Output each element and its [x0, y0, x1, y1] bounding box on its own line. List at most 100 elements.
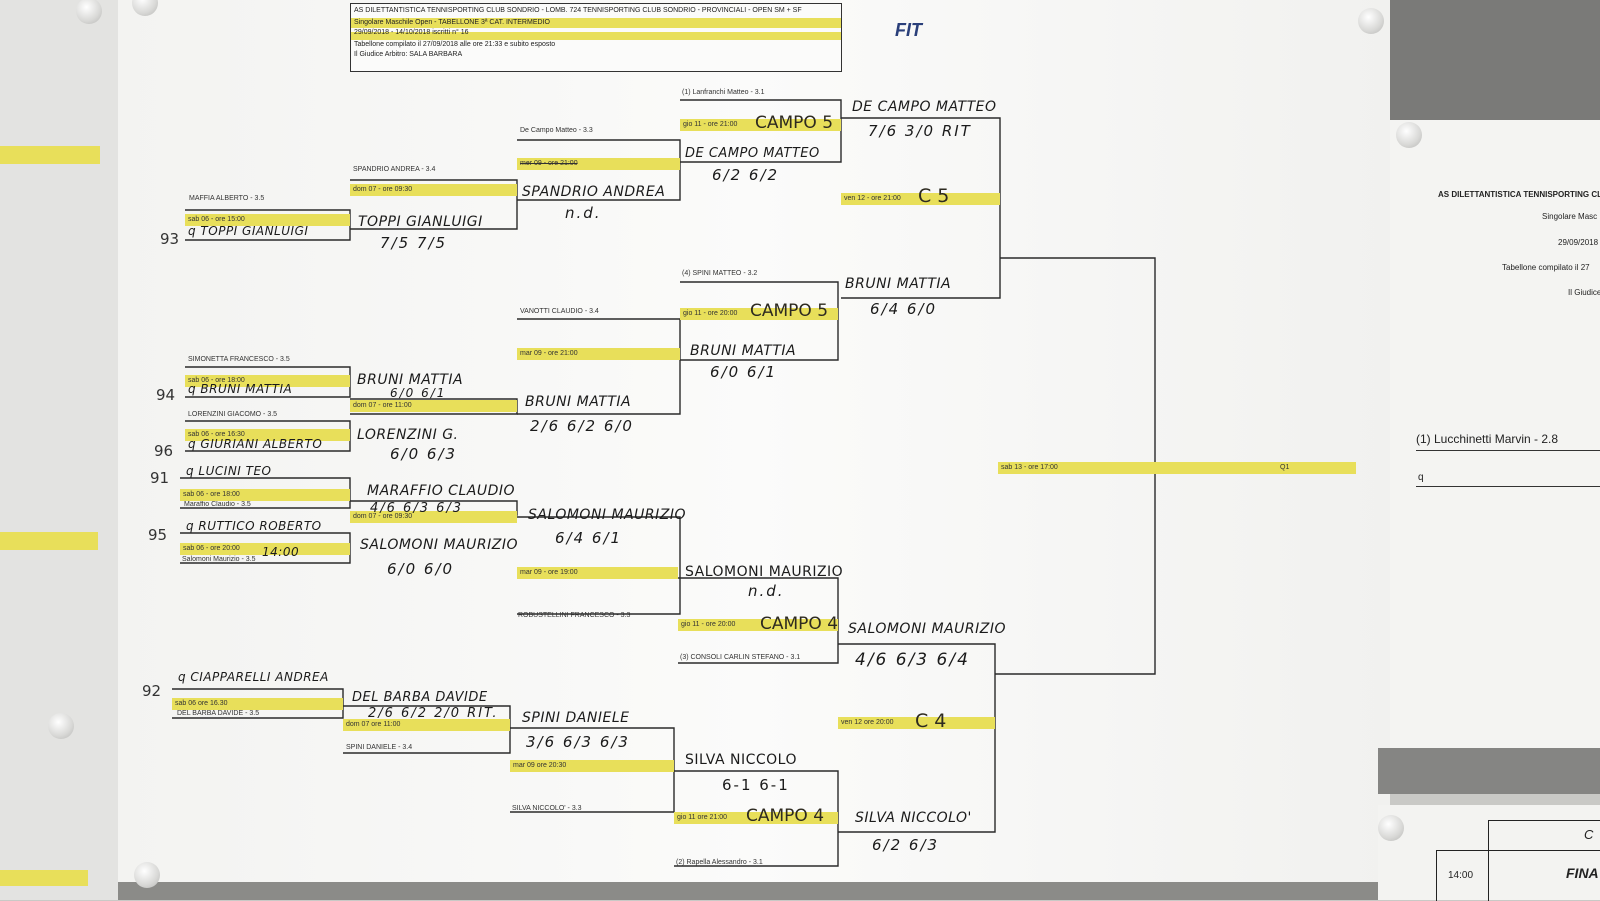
court-note: CAMPO 5	[750, 301, 829, 321]
player-name: SPANDRIO ANDREA - 3.4	[353, 166, 436, 173]
side-player: (1) Lucchinetti Marvin - 2.8	[1416, 432, 1559, 446]
schedule-text: sab 13 - ore 17:00	[1001, 464, 1058, 471]
handwritten-score: 6/4 6/1	[555, 529, 623, 547]
handwritten-name: q TOPPI GIANLUIGI	[188, 224, 309, 238]
handwritten-score: 7/5 7/5	[380, 234, 448, 252]
player-name: (4) SPINI MATTEO - 3.2	[682, 270, 758, 277]
player-name: SPINI DANIELE - 3.4	[346, 744, 413, 751]
side-compiled: Tabellone compilato il 27	[1502, 263, 1590, 272]
player-name: LORENZINI GIACOMO - 3.5	[188, 411, 278, 418]
handwritten-name: SPINI DANIELE	[522, 710, 630, 726]
tournament-header: AS DILETTANTISTICA TENNISPORTING CLUB SO…	[350, 3, 842, 72]
handwritten-score: 6/4 6/0	[870, 300, 938, 318]
wall-gap	[1378, 748, 1600, 794]
schedule-text: ven 12 ore 20:00	[841, 719, 894, 726]
handwritten-name: SILVA NICCOLO	[685, 752, 797, 768]
handwritten-name: SALOMONI MAURIZIO	[848, 621, 1007, 637]
schedule-cell: dom 07 ore 11:00	[343, 719, 510, 731]
schedule-text: dom 07 ore 11:00	[346, 721, 401, 728]
bottom-final: FINA	[1566, 865, 1599, 881]
player-name: SIMONETTA FRANCESCO - 3.5	[188, 356, 290, 363]
schedule-text: sab 06 - ore 16:30	[188, 431, 245, 438]
handwritten-time: 14:00	[262, 545, 300, 559]
schedule-text: sab 06 - ore 18:00	[188, 377, 245, 384]
schedule-cell: dom 07 - ore 11:00	[350, 400, 517, 412]
seed-number: 93	[160, 230, 180, 248]
player-name: MAFFIA ALBERTO - 3.5	[189, 195, 265, 202]
schedule-cell: mar 09 ore 20:30	[510, 760, 674, 772]
schedule-cell: gio 11 - ore 20:00	[680, 308, 838, 320]
handwritten-name: BRUNI MATTIA	[845, 276, 952, 292]
handwritten-name: SALOMONI MAURIZIO	[528, 507, 687, 523]
schedule-cell: sab 06 - ore 18:00	[185, 375, 350, 387]
player-name: DEL BARBA DAVIDE - 3.5	[177, 710, 260, 717]
schedule-cell: sab 06 ore 16.30	[172, 698, 343, 710]
schedule-cell: sab 06 - ore 20:00	[180, 543, 350, 555]
handwritten-name: q BRUNI MATTIA	[188, 382, 293, 396]
schedule-cell: gio 11 - ore 21:00	[680, 119, 841, 131]
bracket-sheet	[118, 0, 1390, 882]
schedule-text: sab 06 - ore 18:00	[183, 491, 240, 498]
highlight-strip	[0, 146, 100, 164]
pushpin	[1378, 815, 1404, 841]
highlight-strip	[351, 32, 841, 40]
player-name: VANOTTI CLAUDIO - 3.4	[520, 308, 599, 315]
schedule-text: gio 11 - ore 21:00	[683, 121, 738, 128]
schedule-text: sab 06 - ore 20:00	[183, 545, 240, 552]
schedule-text: mer 09 - ore 21:00	[520, 160, 578, 167]
schedule-text: gio 11 - ore 20:00	[681, 621, 736, 628]
wall-right	[1390, 0, 1600, 120]
handwritten-score: 4/6 6/3 6/3	[370, 501, 464, 516]
highlight-strip	[0, 870, 88, 886]
seed-number: 92	[142, 682, 162, 700]
side-sheet: AS DILETTANTISTICA TENNISPORTING CLUB Si…	[1390, 120, 1600, 748]
schedule-text: dom 07 - ore 09:30	[353, 513, 413, 520]
handwritten-name: MARAFFIO CLAUDIO	[367, 483, 515, 499]
handwritten-score: n.d.	[748, 582, 785, 600]
seed-number: 94	[156, 386, 176, 404]
bottom-box	[1488, 820, 1600, 901]
header-line: AS DILETTANTISTICA TENNISPORTING CLUB SO…	[354, 7, 802, 14]
header-compiled: Tabellone compilato il 27/09/2018 alle o…	[354, 41, 556, 48]
handwritten-score: 6/0 6/1	[710, 363, 778, 381]
handwritten-name: LORENZINI G.	[357, 427, 459, 443]
handwritten-score: 6/2 6/2	[712, 166, 780, 184]
schedule-text: mar 09 - ore 19:00	[520, 569, 578, 576]
side-line	[1416, 450, 1600, 451]
final-label: Q1	[1280, 464, 1290, 471]
pushpin	[134, 862, 160, 888]
handwritten-name: BRUNI MATTIA	[525, 394, 632, 410]
schedule-cell: sab 13 - ore 17:00 Q1	[998, 462, 1356, 474]
schedule-cell: dom 07 - ore 09:30	[350, 184, 517, 196]
side-title: AS DILETTANTISTICA TENNISPORTING CLUB	[1438, 190, 1600, 199]
schedule-text: gio 11 - ore 20:00	[683, 310, 738, 317]
bottom-time: 14:00	[1448, 870, 1474, 881]
highlight-strip	[351, 18, 841, 28]
player-name: SILVA NICCOLO' - 3.3	[512, 805, 582, 812]
bottom-corner: C	[1584, 827, 1594, 842]
handwritten-name: DE CAMPO MATTEO	[685, 146, 820, 161]
player-name: (3) CONSOLI CARLIN STEFANO - 3.1	[680, 654, 801, 661]
court-note: CAMPO 4	[746, 806, 825, 826]
pushpin	[76, 0, 102, 24]
schedule-cell: ven 12 ore 20:00	[838, 717, 995, 729]
seed-number: 95	[148, 526, 168, 544]
pushpin	[132, 0, 158, 16]
handwritten-score: 7/6 3/0 RIT	[868, 122, 972, 140]
handwritten-name: DE CAMPO MATTEO	[852, 99, 997, 115]
schedule-cell: sab 06 - ore 18:00	[180, 489, 350, 501]
player-name: Maraffio Claudio - 3.5	[184, 501, 251, 508]
schedule-cell: sab 06 - ore 16:30	[185, 429, 350, 441]
player-name: ROBUSTELLINI FRANCESCO - 3.3	[518, 612, 631, 619]
seed-number: 96	[154, 442, 174, 460]
side-line	[1416, 486, 1600, 487]
side-judge: Il Giudice	[1568, 288, 1600, 297]
handwritten-score: 6/0 6/1	[390, 386, 447, 400]
wall-bottom	[118, 882, 1390, 900]
header-dates: 29/09/2018 - 14/10/2018 iscritti n° 16	[354, 29, 469, 36]
schedule-text: dom 07 - ore 09:30	[353, 186, 413, 193]
bottom-sheet: C 14:00 FINA	[1378, 805, 1600, 901]
pushpin	[48, 713, 74, 739]
handwritten-score: 6-1 6-1	[722, 776, 790, 794]
player-name: (1) Lanfranchi Matteo - 3.1	[682, 89, 765, 96]
